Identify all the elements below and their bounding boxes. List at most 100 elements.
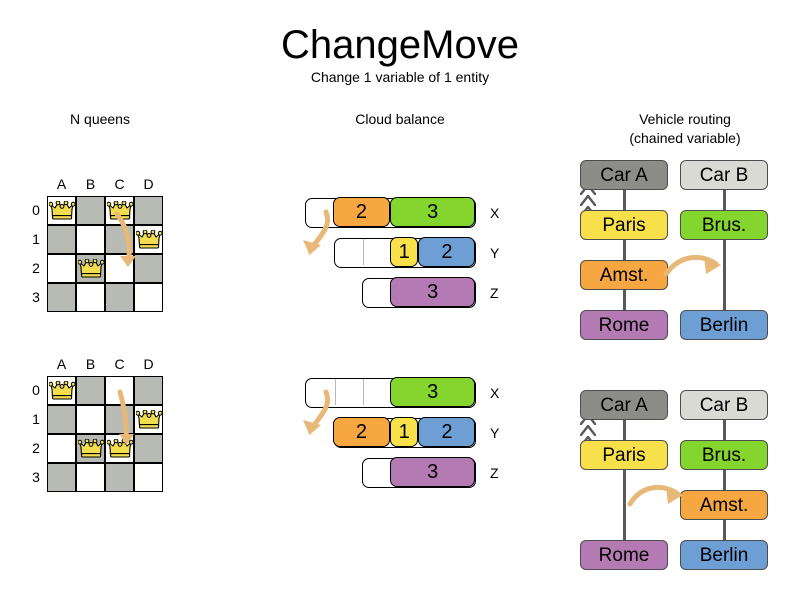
board-cell-A1[interactable] (47, 405, 76, 434)
routing-arrowhead (579, 423, 597, 437)
board-cell-D3[interactable] (134, 283, 163, 312)
routing-node-paris[interactable]: Paris (580, 440, 668, 470)
board-cell-D1[interactable] (134, 405, 163, 434)
board-cell-A1[interactable] (47, 225, 76, 254)
board-cell-B2[interactable] (76, 434, 105, 463)
board-file-label-C: C (114, 176, 125, 192)
board-rank-label-3: 3 (32, 289, 40, 305)
board-cell-B1[interactable] (76, 405, 105, 434)
board-cell-C0[interactable] (105, 376, 134, 405)
routing-edge (722, 470, 726, 490)
routing-node-brus[interactable]: Brus. (680, 210, 768, 240)
board-cell-C1[interactable] (105, 405, 134, 434)
board-file-label-D: D (143, 356, 154, 372)
board-file-label-B: B (85, 176, 96, 192)
cloud-bar-divider (334, 379, 336, 405)
routing-node-brus[interactable]: Brus. (680, 440, 768, 470)
routing-node-berlin[interactable]: Berlin (680, 540, 768, 570)
board-rank-label-2: 2 (32, 440, 40, 456)
cloud-bar-Z[interactable]: 3 (362, 277, 476, 308)
routing-node-carb[interactable]: Car B (680, 390, 768, 420)
board-cell-A0[interactable] (47, 376, 76, 405)
routing-node-amst[interactable]: Amst. (680, 490, 768, 520)
routing-node-rome[interactable]: Rome (580, 540, 668, 570)
board-cell-D1[interactable] (134, 225, 163, 254)
board-rank-label-1: 1 (32, 231, 40, 247)
routing-edge (722, 420, 726, 440)
section-title-routing-line2: (chained variable) (629, 130, 741, 146)
cloud-row-label-X: X (490, 205, 500, 221)
board-rank-label-1: 1 (32, 411, 40, 427)
board-cell-D2[interactable] (134, 434, 163, 463)
routing-edge (622, 290, 626, 310)
routing-node-amst[interactable]: Amst. (580, 260, 668, 290)
board-cell-A3[interactable] (47, 283, 76, 312)
board-file-label-A: A (56, 176, 67, 192)
cloud-segment-3[interactable]: 3 (389, 457, 476, 488)
cloud-segment-3[interactable]: 3 (389, 377, 476, 408)
section-title-nqueens: N queens (70, 111, 130, 127)
cloud-segment-2[interactable]: 2 (332, 197, 390, 228)
routing-edge (722, 520, 726, 540)
routing-node-cara[interactable]: Car A (580, 390, 668, 420)
routing-node-carb[interactable]: Car B (680, 160, 768, 190)
cloud-row-label-Y: Y (490, 425, 500, 441)
board-cell-A2[interactable] (47, 254, 76, 283)
board-cell-A3[interactable] (47, 463, 76, 492)
board-cell-B0[interactable] (76, 196, 105, 225)
cloud-row-label-X: X (490, 385, 500, 401)
board-cell-B1[interactable] (76, 225, 105, 254)
board-cell-C3[interactable] (105, 283, 134, 312)
cloud-segment-1[interactable]: 1 (389, 237, 419, 268)
board-cell-D0[interactable] (134, 196, 163, 225)
cloud-segment-1[interactable]: 1 (389, 417, 419, 448)
board-cell-A2[interactable] (47, 434, 76, 463)
routing-node-berlin[interactable]: Berlin (680, 310, 768, 340)
board-cell-C3[interactable] (105, 463, 134, 492)
routing-node-paris[interactable]: Paris (580, 210, 668, 240)
cloud-row-label-Z: Z (490, 465, 499, 481)
cloud-segment-2[interactable]: 2 (418, 237, 476, 268)
cloud-bar-X[interactable]: 3 (305, 377, 476, 408)
board-cell-B2[interactable] (76, 254, 105, 283)
routing-edge (722, 240, 726, 310)
routing-node-cara[interactable]: Car A (580, 160, 668, 190)
board-cell-C1[interactable] (105, 225, 134, 254)
board-cell-A0[interactable] (47, 196, 76, 225)
cloud-bar-divider (363, 239, 364, 265)
routing-edge (722, 190, 726, 210)
board-rank-label-0: 0 (32, 202, 40, 218)
cloud-bar-Z[interactable]: 3 (362, 457, 476, 488)
board-cell-B0[interactable] (76, 376, 105, 405)
section-title-cloud: Cloud balance (355, 111, 445, 127)
routing-arrowhead (579, 193, 597, 207)
routing-move-arrow (663, 252, 726, 286)
board-rank-label-2: 2 (32, 260, 40, 276)
routing-node-rome[interactable]: Rome (580, 310, 668, 340)
board-cell-D3[interactable] (134, 463, 163, 492)
board-cell-C0[interactable] (105, 196, 134, 225)
cloud-segment-3[interactable]: 3 (389, 197, 476, 228)
cloud-segment-2[interactable]: 2 (332, 417, 390, 448)
board-cell-B3[interactable] (76, 283, 105, 312)
board-cell-C2[interactable] (105, 434, 134, 463)
cloud-segment-2[interactable]: 2 (418, 417, 476, 448)
board-cell-D0[interactable] (134, 376, 163, 405)
board-cell-B3[interactable] (76, 463, 105, 492)
cloud-row-label-Y: Y (490, 245, 500, 261)
board-cell-C2[interactable] (105, 254, 134, 283)
board-file-label-C: C (114, 356, 125, 372)
cloud-segment-3[interactable]: 3 (389, 277, 476, 308)
board-cell-D2[interactable] (134, 254, 163, 283)
cloud-bar-divider (363, 379, 364, 405)
page-subtitle: Change 1 variable of 1 entity (310, 69, 490, 85)
